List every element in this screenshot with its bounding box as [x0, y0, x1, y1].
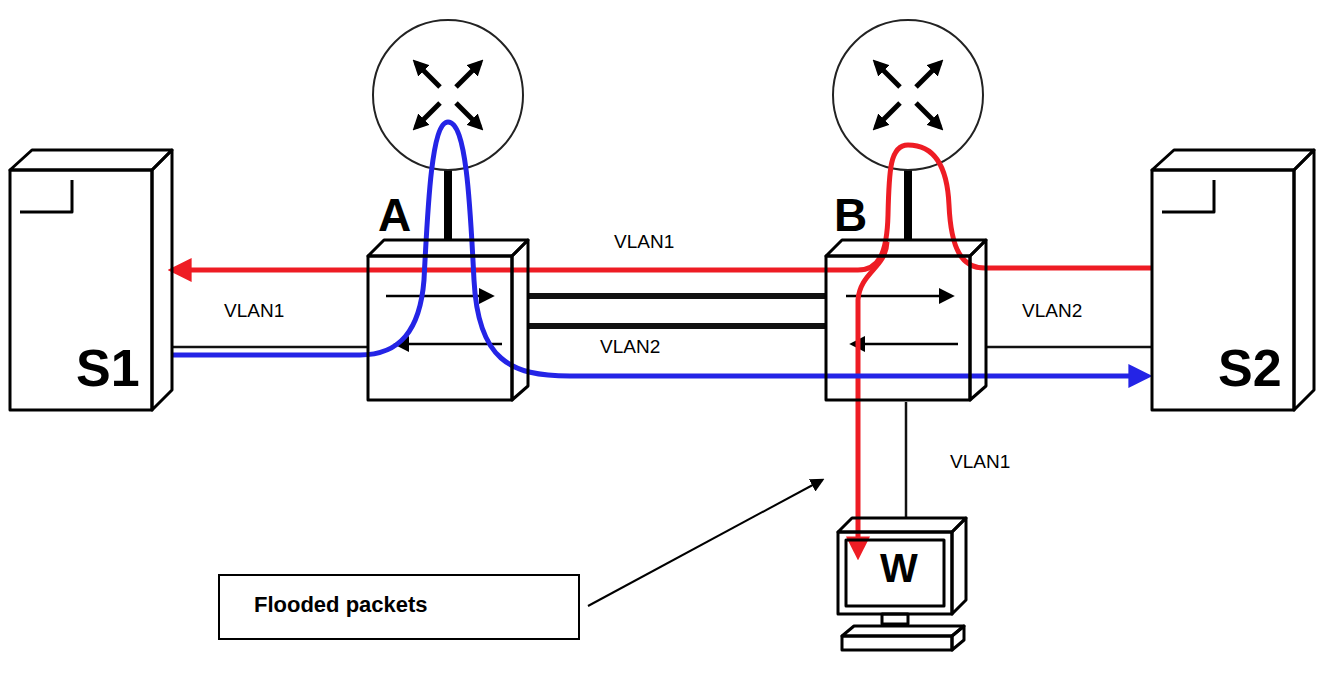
server-box: S1	[10, 150, 172, 412]
outline-part	[838, 518, 966, 532]
trunk-link	[528, 323, 826, 329]
vlan-label: VLAN1	[612, 232, 676, 253]
router-stem	[444, 168, 452, 240]
workstation: W	[838, 518, 968, 673]
red-flood-flow	[858, 242, 887, 546]
switch-direction-arrows	[386, 296, 958, 344]
outline-part	[846, 540, 944, 606]
vlan-label: VLAN2	[598, 337, 662, 358]
node-label: A	[378, 190, 411, 241]
server-box: S2	[1152, 150, 1314, 412]
outline-part	[152, 150, 172, 410]
outline-part	[10, 150, 172, 170]
switch-box: B	[826, 190, 986, 402]
outline-part	[826, 240, 986, 256]
red-flow	[182, 145, 1152, 270]
switch-box: A	[368, 190, 528, 402]
access-link	[905, 402, 908, 518]
outline-part	[1294, 150, 1314, 410]
node-label: S2	[1218, 340, 1282, 397]
vlan-label: VLAN1	[948, 452, 1012, 473]
node-label: S1	[76, 340, 140, 397]
node-label: W	[880, 546, 918, 590]
outline-part	[826, 256, 970, 400]
vlan-label: VLAN1	[222, 301, 286, 322]
outline-part	[368, 256, 512, 400]
outline-part	[1152, 150, 1314, 170]
vlan-label: VLAN2	[1020, 301, 1084, 322]
outline-part	[512, 240, 528, 400]
outline-part	[838, 532, 952, 614]
outline-part	[20, 180, 72, 212]
outline-part	[952, 626, 964, 650]
leader-line	[588, 480, 822, 606]
router-arrows	[876, 63, 940, 127]
outline-part	[10, 170, 152, 410]
access-link	[986, 346, 1152, 349]
router-stem	[904, 168, 912, 240]
workstation-outline	[838, 518, 968, 673]
router-symbol	[373, 20, 523, 170]
node-label: B	[834, 190, 867, 241]
outline-part	[842, 636, 952, 650]
trunk-link	[528, 293, 826, 299]
outline-part	[952, 518, 966, 614]
outline-part	[970, 240, 986, 400]
outline-part	[882, 614, 908, 624]
callout-box: Flooded packets	[218, 574, 580, 640]
outline-part	[1152, 170, 1294, 410]
access-link	[172, 346, 368, 349]
blue-flow	[172, 122, 1138, 376]
outline-part	[1162, 180, 1214, 212]
router-arrows	[416, 63, 480, 127]
outline-part	[368, 240, 528, 256]
node-label: Flooded packets	[254, 593, 428, 617]
